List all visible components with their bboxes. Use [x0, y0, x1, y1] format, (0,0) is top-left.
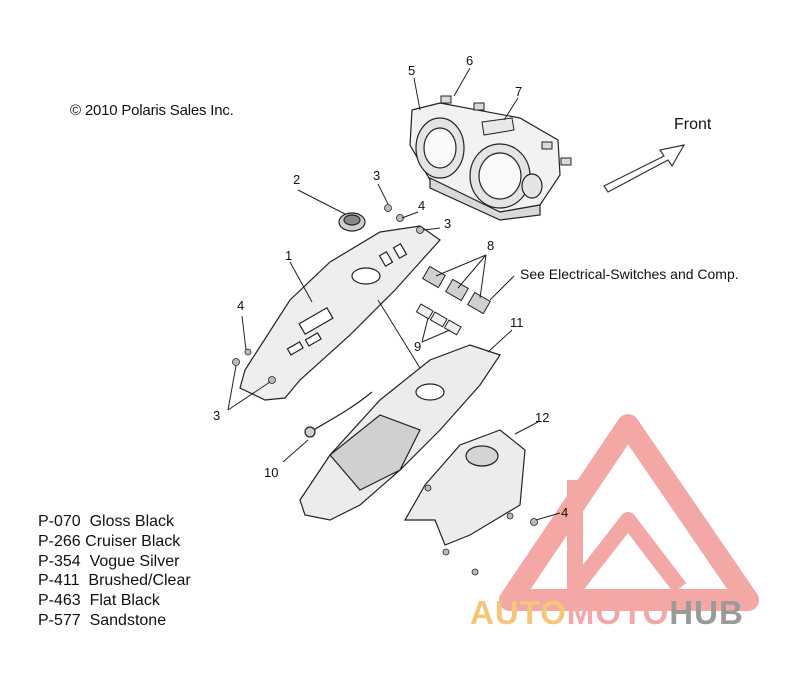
callout-7: 7 [515, 84, 523, 99]
label-strip-part [481, 117, 515, 136]
wordmark-auto: AUTO [470, 594, 567, 631]
callout-6: 6 [466, 53, 474, 68]
callout-8: 8 [487, 238, 495, 253]
color-code-item: P-411 Brushed/Clear [38, 572, 191, 590]
cable-part [304, 391, 373, 438]
instrument-pod-part [409, 102, 561, 221]
callout-3-top: 3 [373, 168, 381, 183]
color-code-item: P-577 Sandstone [38, 611, 167, 629]
callout-3-left: 3 [213, 408, 221, 423]
copyright-text: © 2010 Polaris Sales Inc. [70, 102, 234, 119]
callout-12: 12 [535, 410, 550, 425]
watermark-logo-icon [499, 414, 759, 611]
fasteners-part [232, 204, 538, 576]
callout-1: 1 [285, 248, 293, 263]
callout-9: 9 [414, 339, 422, 354]
callout-3-right: 3 [444, 216, 452, 231]
callout-10: 10 [264, 465, 279, 480]
wordmark-hub: HUB [669, 594, 744, 631]
color-code-item: P-463 Flat Black [38, 592, 160, 610]
callout-2: 2 [293, 172, 301, 187]
callout-4-left: 4 [237, 298, 245, 313]
watermark-wordmark: AUTOMOTOHUB [470, 594, 744, 632]
callout-4-top: 4 [418, 198, 426, 213]
lower-console-part [299, 344, 501, 521]
upper-console-part [239, 225, 441, 401]
side-panel-part [403, 429, 526, 546]
color-code-item: P-266 Cruiser Black [38, 532, 181, 550]
front-label: Front [674, 116, 712, 133]
switches-part [422, 265, 491, 315]
leader-lines [227, 67, 561, 521]
bezels-part [415, 303, 462, 336]
clips-part [440, 95, 572, 166]
callout-5: 5 [408, 63, 416, 78]
color-code-item: P-070 Gloss Black [38, 513, 175, 530]
color-code-item: P-354 Vogue Silver [38, 552, 180, 570]
front-arrow-icon [603, 144, 686, 193]
color-codes-list: P-070 Gloss Black P-266 Cruiser Black P-… [38, 512, 191, 631]
see-electrical-note: See Electrical-Switches and Comp. [520, 266, 739, 282]
callout-4-bottom: 4 [561, 505, 569, 520]
wordmark-moto: MOTO [566, 594, 670, 631]
cup-holder-part [338, 212, 366, 232]
callout-11: 11 [510, 315, 524, 330]
